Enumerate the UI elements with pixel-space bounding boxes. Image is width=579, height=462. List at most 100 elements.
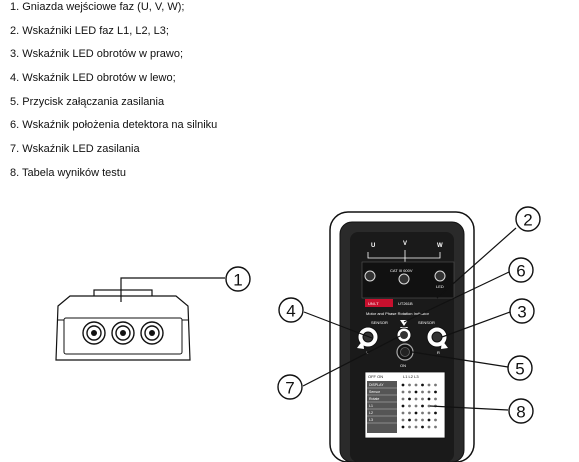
top-view	[55, 289, 191, 361]
svg-text:5: 5	[515, 360, 524, 379]
table-dot	[401, 390, 405, 394]
callout-5: 5	[507, 355, 533, 381]
svg-text:6: 6	[516, 262, 525, 281]
svg-text:DISPLAY: DISPLAY	[369, 383, 384, 387]
results-table-dots	[401, 383, 437, 429]
table-dot	[408, 383, 411, 387]
callout-1: 1	[225, 266, 251, 292]
legend-item-2: 2. Wskaźniki LED faz L1, L2, L3;	[10, 24, 169, 37]
table-dot	[414, 418, 418, 422]
brand-name: UNI-T	[368, 301, 379, 306]
table-dot	[408, 418, 411, 422]
results-table-rows: DISPLAY Sensor Rotate L1 L2 L3	[367, 381, 397, 433]
table-dot	[421, 390, 424, 394]
phase-label-w: W	[437, 243, 443, 249]
table-dot	[421, 411, 424, 415]
input-socket-w	[140, 321, 164, 345]
phase-label-u: U	[371, 243, 375, 249]
legend-item-5: 5. Przycisk załączania zasilania	[10, 95, 165, 108]
callout-8: 8	[508, 398, 534, 424]
table-dot	[434, 383, 437, 387]
table-dot	[401, 418, 405, 422]
sensor-label-left: SENSOR	[371, 320, 388, 325]
phase-led-l1	[364, 270, 376, 282]
right-arrow-icon	[441, 340, 448, 349]
svg-text:Sensor: Sensor	[369, 390, 381, 394]
svg-text:L3: L3	[369, 418, 373, 422]
svg-text:8: 8	[516, 403, 525, 422]
front-view: U V W CAT III 600V LED UNI-T UT261B Moto…	[329, 211, 475, 462]
table-dot	[434, 425, 437, 429]
table-dot	[408, 425, 411, 429]
callout-line-6	[403, 271, 510, 323]
table-dot	[427, 418, 431, 422]
phase-led-l2	[398, 273, 410, 285]
legend-item-7: 7. Wskaźnik LED zasilania	[10, 143, 140, 156]
legend-item-4: 4. Wskaźnik LED obrotów w lewo;	[10, 72, 176, 85]
table-dot	[421, 397, 424, 401]
legend-item-6: 6. Wskaźnik położenia detektora na silni…	[10, 119, 218, 132]
legend-item-1: 1. Gniazda wejściowe faz (U, V, W);	[10, 1, 185, 13]
table-dot	[434, 397, 437, 401]
input-socket-u	[82, 321, 106, 345]
svg-text:7: 7	[285, 379, 294, 398]
callout-line-1	[120, 277, 225, 302]
callout-4: 4	[278, 297, 304, 323]
callout-line-7	[302, 335, 401, 387]
on-label: ON	[400, 363, 406, 368]
table-dot	[427, 411, 431, 415]
left-arrow-icon	[357, 340, 364, 349]
svg-text:4: 4	[286, 302, 295, 321]
callout-line-4	[303, 311, 373, 339]
power-led	[396, 327, 412, 343]
device-subtitle: Motor and Phase Rotation Indicator	[366, 311, 430, 316]
svg-text:Rotate: Rotate	[369, 397, 379, 401]
table-dot	[421, 425, 424, 429]
svg-text:1: 1	[233, 271, 242, 290]
table-header: L1 L2 L3	[403, 374, 419, 379]
table-dot	[414, 425, 418, 429]
table-dot	[421, 418, 424, 422]
svg-text:L2: L2	[369, 411, 373, 415]
legend-list: 1. Gniazda wejściowe faz (U, V, W); 2. W…	[10, 0, 217, 190]
callout-2: 2	[515, 206, 541, 232]
table-dot	[427, 383, 431, 387]
table-dot	[427, 425, 431, 429]
callout-line-3	[441, 311, 511, 338]
callout-6: 6	[508, 257, 534, 283]
table-dot	[434, 418, 437, 422]
phase-label-v: V	[403, 241, 407, 247]
table-dot	[408, 397, 411, 401]
callout-lines	[120, 227, 517, 411]
brand-badge	[365, 299, 393, 307]
table-dot	[414, 404, 418, 408]
table-dot	[414, 383, 418, 387]
table-dot	[421, 404, 424, 408]
svg-text:L1: L1	[369, 404, 373, 408]
table-dot	[401, 383, 405, 387]
legend-item-8: 8. Tabela wyników testu	[10, 166, 126, 179]
table-dot	[408, 390, 411, 394]
table-dot	[427, 390, 431, 394]
table-dot	[414, 390, 418, 394]
callout-line-2	[436, 227, 517, 299]
right-letter: R	[437, 350, 440, 355]
sensor-label-right: SENSOR	[418, 320, 435, 325]
callout-3: 3	[509, 298, 535, 324]
table-dot	[414, 397, 418, 401]
table-dot	[421, 383, 424, 387]
table-dot	[401, 397, 405, 401]
input-socket-v	[111, 321, 135, 345]
table-dot	[427, 397, 431, 401]
table-dot	[401, 425, 405, 429]
callout-line-5	[411, 351, 509, 368]
table-dot	[408, 411, 411, 415]
phase-led-l3	[434, 270, 446, 282]
table-dot	[401, 404, 405, 408]
legend-item-3: 3. Wskaźnik LED obrotów w prawo;	[10, 48, 184, 61]
table-dot	[427, 404, 431, 408]
callout-7: 7	[277, 374, 303, 400]
callout-line-8	[429, 405, 509, 411]
off-on-label: OFF ON	[368, 374, 383, 379]
